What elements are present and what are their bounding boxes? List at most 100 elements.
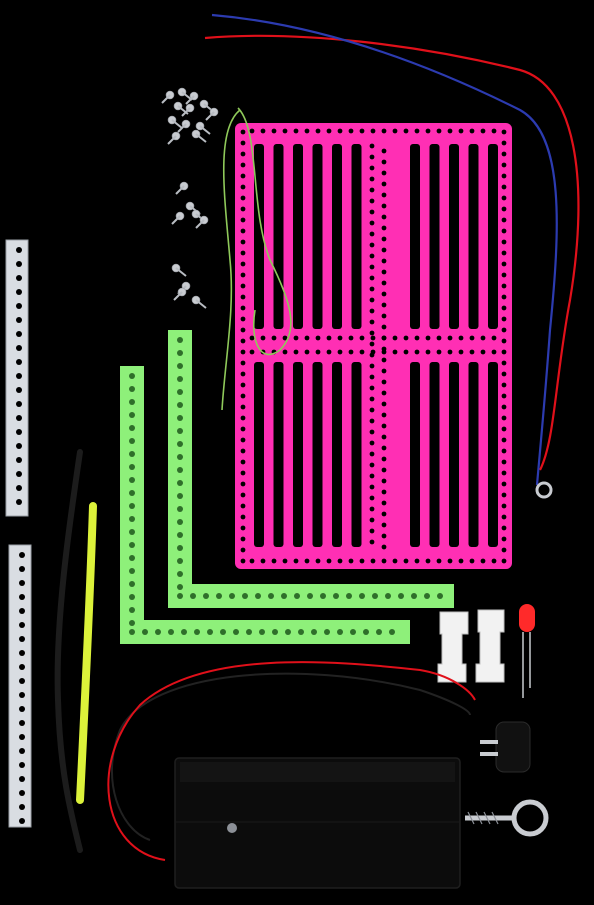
bracket-hole — [142, 629, 148, 635]
board-hole — [381, 434, 387, 440]
strip-hole — [16, 303, 22, 309]
board-hole — [369, 154, 375, 160]
board-hole — [501, 294, 507, 300]
board-hole — [501, 525, 507, 531]
board-hole — [240, 492, 246, 498]
board-hole — [501, 239, 507, 245]
screw-shaft — [185, 95, 195, 105]
board-hole — [501, 129, 507, 135]
board-hole — [240, 470, 246, 476]
bracket-hole — [281, 593, 287, 599]
bracket-hole — [398, 593, 404, 599]
board-hole — [240, 250, 246, 256]
board-slot — [488, 362, 498, 547]
white-clips — [437, 609, 505, 683]
board-hole — [381, 346, 387, 352]
board-hole — [381, 269, 387, 275]
board-hole — [326, 558, 332, 564]
bracket-hole — [272, 629, 278, 635]
bracket-hole — [177, 441, 183, 447]
strip-hole — [19, 636, 25, 642]
board-hole — [369, 198, 375, 204]
board-hole — [260, 128, 266, 134]
board-hole — [369, 451, 375, 457]
bracket-hole — [155, 629, 161, 635]
bracket-hole — [177, 480, 183, 486]
green-wire-loop — [221, 107, 292, 411]
board-hole — [240, 393, 246, 399]
board-hole — [480, 335, 486, 341]
board-hole — [501, 459, 507, 465]
bracket-hole — [181, 629, 187, 635]
board-hole — [501, 514, 507, 520]
board-slot — [468, 144, 479, 329]
board-hole — [381, 489, 387, 495]
board-hole — [381, 313, 387, 319]
bracket-hole — [177, 493, 183, 499]
green-angle-bracket-large — [120, 366, 410, 644]
board-hole — [381, 467, 387, 473]
board-hole — [369, 165, 375, 171]
strip-hole — [19, 622, 25, 628]
strip-hole — [19, 762, 25, 768]
board-hole — [369, 264, 375, 270]
screw-shaft — [199, 125, 211, 135]
board-hole — [240, 558, 246, 564]
bracket-hole — [129, 412, 135, 418]
bracket-hole — [177, 532, 183, 538]
board-hole — [480, 349, 486, 355]
board-hole — [381, 445, 387, 451]
bracket-hole — [129, 629, 135, 635]
board-body — [235, 123, 512, 569]
screw-shaft — [205, 111, 215, 121]
board-hole — [501, 162, 507, 168]
bracket-hole — [372, 593, 378, 599]
board-hole — [240, 272, 246, 278]
board-hole — [369, 352, 375, 358]
board-hole — [501, 195, 507, 201]
bracket-hole — [259, 629, 265, 635]
board-hole — [337, 335, 343, 341]
board-hole — [293, 558, 299, 564]
board-hole — [240, 547, 246, 553]
board-hole — [240, 481, 246, 487]
board-hole — [369, 363, 375, 369]
board-hole — [369, 209, 375, 215]
bracket-hole — [177, 519, 183, 525]
bracket-hole — [255, 593, 261, 599]
board-hole — [240, 448, 246, 454]
bracket-hole — [190, 593, 196, 599]
board-hole — [501, 393, 507, 399]
bracket-hole — [337, 629, 343, 635]
board-hole — [381, 500, 387, 506]
strip-hole — [19, 566, 25, 572]
bracket-hole — [285, 629, 291, 635]
board-hole — [480, 128, 486, 134]
board-hole — [369, 286, 375, 292]
board-hole — [240, 173, 246, 179]
strip-hole — [16, 359, 22, 365]
screw-shaft — [175, 267, 187, 277]
bracket-hole — [129, 516, 135, 522]
board-hole — [240, 371, 246, 377]
strip-hole — [19, 678, 25, 684]
board-hole — [381, 335, 387, 341]
board-hole — [240, 184, 246, 190]
board-hole — [501, 404, 507, 410]
bracket-hole — [346, 593, 352, 599]
board-hole — [381, 203, 387, 209]
board-slot — [468, 362, 479, 547]
board-hole — [315, 128, 321, 134]
board-hole — [249, 349, 255, 355]
board-hole — [293, 128, 299, 134]
board-slot — [488, 144, 498, 329]
bracket-hole — [129, 464, 135, 470]
bracket-hole — [177, 363, 183, 369]
board-hole — [282, 349, 288, 355]
board-hole — [425, 335, 431, 341]
board-hole — [425, 349, 431, 355]
bracket-hole — [350, 629, 356, 635]
board-hole — [369, 308, 375, 314]
board-hole — [240, 305, 246, 311]
board-hole — [447, 349, 453, 355]
